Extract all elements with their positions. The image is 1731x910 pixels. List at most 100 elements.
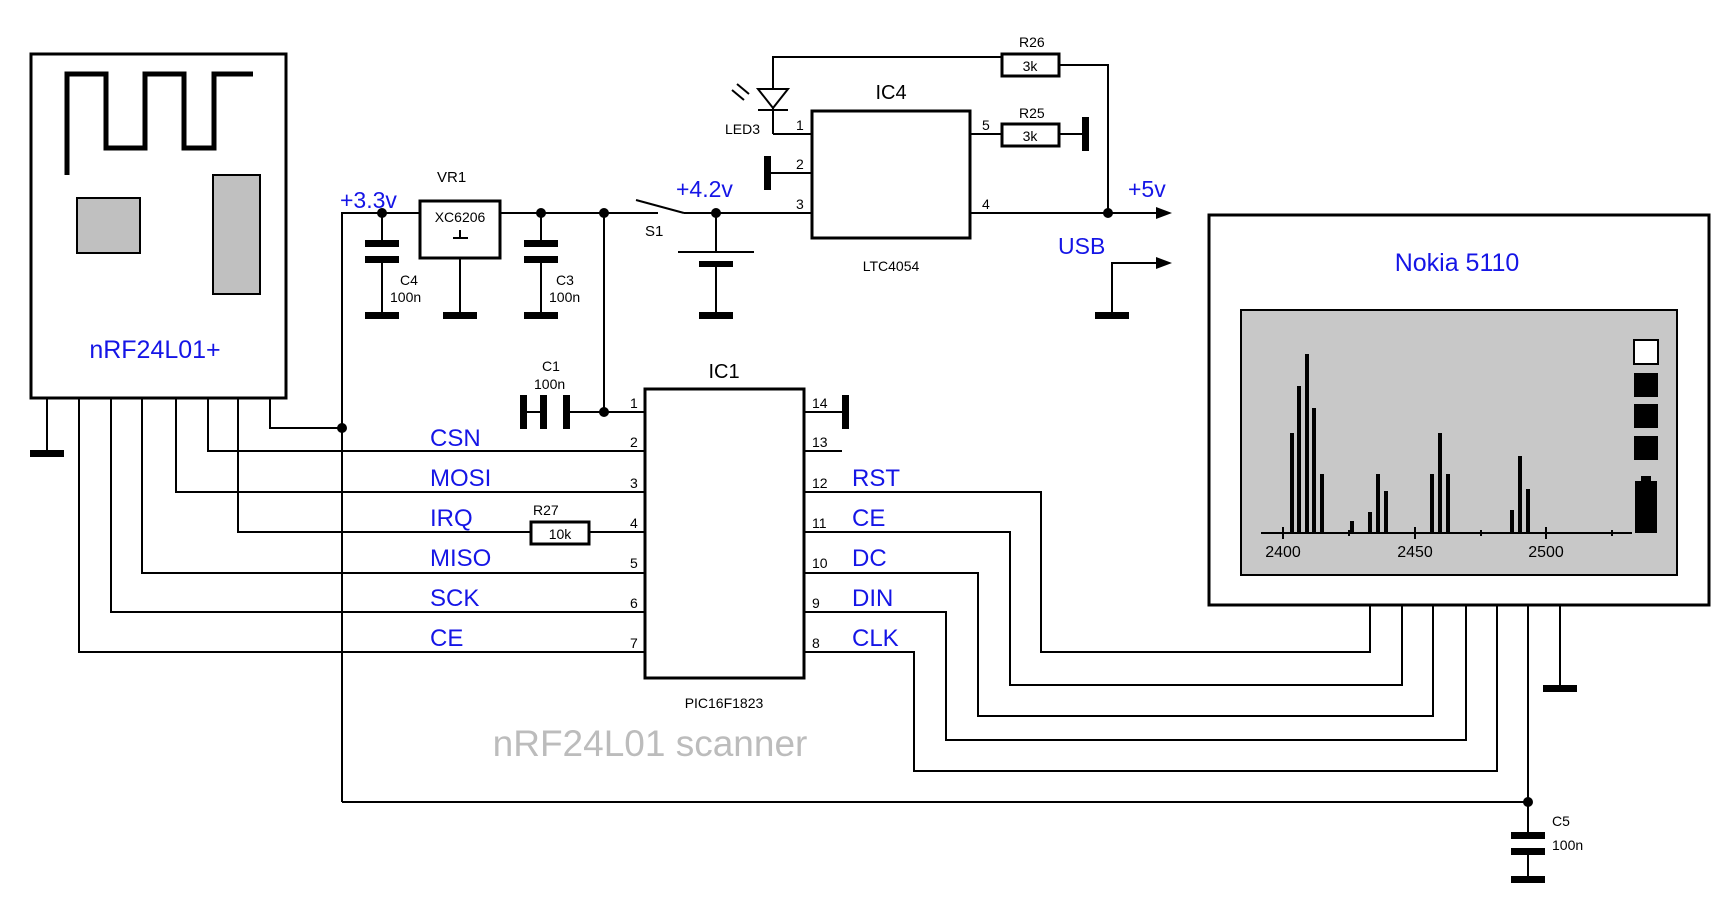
signal-miso: MISO bbox=[430, 545, 491, 572]
spectrum-bar bbox=[1430, 474, 1434, 533]
lcd-signal-wires: C5 100n bbox=[342, 491, 1583, 883]
filled-square-icon bbox=[1634, 404, 1658, 428]
ic4-body bbox=[810, 109, 972, 240]
arrow-right-icon bbox=[1156, 207, 1172, 219]
spectrum-bar bbox=[1350, 521, 1354, 533]
pcb-antenna-trace bbox=[64, 71, 253, 175]
c1-value: 100n bbox=[534, 376, 565, 392]
signal-irq: IRQ bbox=[430, 505, 473, 532]
rf-module-label: nRF24L01+ bbox=[89, 336, 220, 364]
ground-symbol bbox=[443, 312, 477, 319]
c5-value: 100n bbox=[1552, 837, 1583, 853]
ic1-pin-1: 1 bbox=[630, 395, 638, 411]
signal-csn: CSN bbox=[430, 425, 481, 452]
signal-dc: DC bbox=[852, 545, 887, 572]
ic4-pin5: 5 bbox=[982, 117, 990, 133]
ic4-ref: IC4 bbox=[875, 82, 906, 104]
s1-ref: S1 bbox=[645, 223, 663, 240]
spectrum-bar bbox=[1312, 408, 1316, 533]
rf-signal-wires bbox=[78, 398, 645, 653]
spectrum-bar bbox=[1368, 512, 1372, 533]
vr1-part: XC6206 bbox=[435, 209, 486, 225]
spectrum-bar bbox=[1526, 489, 1530, 533]
ground-symbol bbox=[524, 312, 558, 319]
ground-symbol bbox=[764, 156, 771, 190]
r27-body bbox=[529, 520, 591, 546]
ground-symbol bbox=[699, 312, 733, 319]
vr1-ref: VR1 bbox=[437, 169, 466, 186]
signal-rst: RST bbox=[852, 465, 900, 492]
ic1-ref: IC1 bbox=[708, 361, 739, 383]
c5-ref: C5 bbox=[1552, 813, 1570, 829]
signal-clk: CLK bbox=[852, 625, 899, 652]
c1-ref: C1 bbox=[542, 358, 560, 374]
c4-ref: C4 bbox=[400, 272, 418, 288]
nokia-5110-display: Nokia 5110 2400 2450 2500 bbox=[1207, 213, 1711, 607]
signal-ce-lcd: CE bbox=[852, 505, 885, 532]
ic1-pin-8: 8 bbox=[812, 635, 820, 651]
c4-value: 100n bbox=[390, 289, 421, 305]
ic4-pin2: 2 bbox=[796, 156, 804, 172]
ic1-pin-3: 3 bbox=[630, 475, 638, 491]
empty-square-icon bbox=[1633, 339, 1659, 365]
ic4-part: LTC4054 bbox=[863, 258, 920, 274]
ic4-charger: IC4 LTC4054 1 2 3 5 4 R25 3k LED3 R26 3k bbox=[725, 34, 1172, 319]
lcd-axis-2450: 2450 bbox=[1397, 544, 1433, 561]
r25-ref: R25 bbox=[1019, 105, 1045, 121]
ic1-pin-6: 6 bbox=[630, 595, 638, 611]
lcd-axis-2400: 2400 bbox=[1265, 544, 1301, 561]
spectrum-bar bbox=[1384, 491, 1388, 533]
nrf24-module: nRF24L01+ bbox=[29, 52, 288, 457]
signal-sck: SCK bbox=[430, 585, 479, 612]
rf-chip bbox=[76, 197, 141, 254]
ic1-pin-5: 5 bbox=[630, 555, 638, 571]
led3-symbol bbox=[755, 88, 791, 110]
arrow-right-icon bbox=[1156, 257, 1172, 269]
r27-ref: R27 bbox=[533, 502, 559, 518]
ic1-pin-2: 2 bbox=[630, 434, 638, 450]
rail-5v-label: +5v bbox=[1128, 176, 1166, 202]
ic1-part: PIC16F1823 bbox=[685, 695, 764, 711]
spectrum-bar bbox=[1446, 474, 1450, 533]
led3-ref: LED3 bbox=[725, 121, 760, 137]
ic1-body bbox=[643, 387, 806, 680]
c3-value: 100n bbox=[549, 289, 580, 305]
signal-mosi: MOSI bbox=[430, 465, 491, 492]
battery-plate bbox=[699, 261, 733, 267]
spectrum-bar bbox=[1376, 474, 1380, 533]
r26-ref: R26 bbox=[1019, 34, 1045, 50]
ic1-pin-12: 12 bbox=[812, 475, 828, 491]
switch-battery: S1 +4.2v bbox=[635, 176, 812, 319]
ic1-pin-7: 7 bbox=[630, 635, 638, 651]
ground-symbol bbox=[365, 312, 399, 319]
ic1-pin-9: 9 bbox=[812, 595, 820, 611]
vr1-body bbox=[418, 199, 502, 260]
lcd-axis-2500: 2500 bbox=[1528, 544, 1564, 561]
spectrum-bar bbox=[1438, 433, 1442, 533]
ground-symbol bbox=[1082, 117, 1089, 151]
diagram-title-watermark: nRF24L01 scanner bbox=[493, 723, 808, 764]
spectrum-bar bbox=[1320, 474, 1324, 533]
ic1-pin-13: 13 bbox=[812, 434, 828, 450]
rail-3v3-label: +3.3v bbox=[340, 187, 397, 213]
spectrum-bar bbox=[1518, 456, 1522, 533]
ground-symbol bbox=[30, 450, 64, 457]
ground-symbol bbox=[842, 395, 849, 429]
r27-value: 10k bbox=[549, 526, 573, 542]
ic1-pin-11: 11 bbox=[812, 515, 827, 531]
filled-square-icon bbox=[1634, 436, 1658, 460]
rf-crystal bbox=[212, 174, 261, 295]
spectrum-bar bbox=[1297, 386, 1301, 533]
ic1-pin-4: 4 bbox=[630, 515, 638, 531]
signal-din: DIN bbox=[852, 585, 893, 612]
spectrum-bar bbox=[1510, 510, 1514, 533]
usb-label: USB bbox=[1058, 233, 1105, 259]
regulator-section: +3.3v C4 100n VR1 XC6206 C3 100n bbox=[337, 169, 658, 802]
signal-ce-rf: CE bbox=[430, 625, 463, 652]
r25-value: 3k bbox=[1023, 128, 1039, 144]
ic4-pin4: 4 bbox=[982, 196, 990, 212]
ground-symbol bbox=[1095, 312, 1129, 319]
ic1-mcu: IC1 PIC16F1823 C1 100n 1 2 3 4 5 6 7 CSN… bbox=[430, 358, 900, 711]
spectrum-bar bbox=[1290, 433, 1294, 533]
ic1-pin-10: 10 bbox=[812, 555, 828, 571]
